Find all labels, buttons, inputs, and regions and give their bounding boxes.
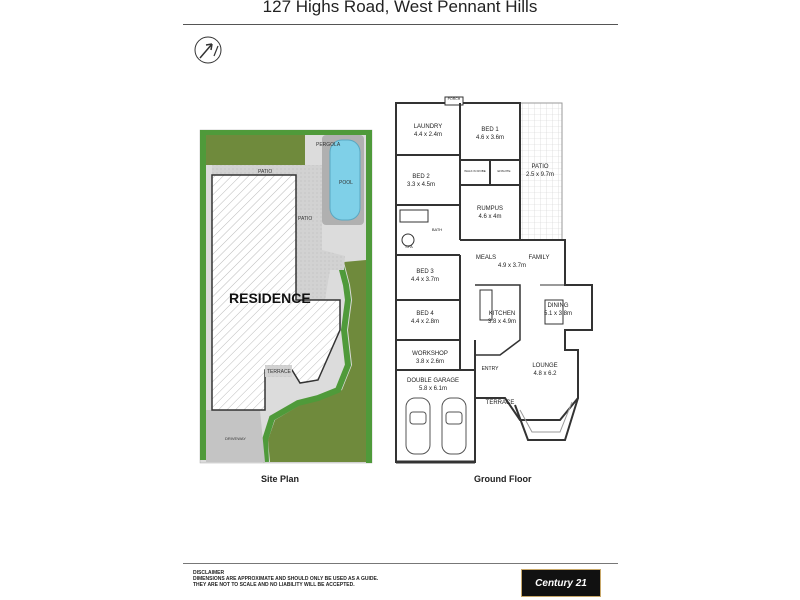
lounge-size: 4.8 x 6.2 xyxy=(533,371,557,377)
title-rule xyxy=(183,24,618,25)
disclaimer: DISCLAIMER DIMENSIONS ARE APPROXIMATE AN… xyxy=(193,570,378,588)
garage-cars xyxy=(405,397,467,455)
patio-name: PATIO xyxy=(531,164,548,170)
lawn-top xyxy=(205,135,305,165)
terrace-label: TERRACE xyxy=(267,369,292,375)
meals-family-size: 4.9 x 3.7m xyxy=(498,263,526,269)
disclaimer-line-1: DIMENSIONS ARE APPROXIMATE AND SHOULD ON… xyxy=(193,576,379,582)
patio-size: 2.5 x 9.7m xyxy=(526,172,554,178)
north-arrow-icon xyxy=(194,36,222,64)
bed4-size: 4.4 x 2.8m xyxy=(411,319,439,325)
residence-footprint xyxy=(211,174,341,411)
rumpus-size: 4.6 x 4m xyxy=(478,214,501,220)
bed1-size: 4.6 x 3.6m xyxy=(476,135,504,141)
residence-label: RESIDENCE xyxy=(229,290,311,306)
patio-side-label: PATIO xyxy=(298,216,312,222)
site-plan xyxy=(199,129,373,464)
garage-size: 5.8 x 6.1m xyxy=(419,386,447,392)
meals-label: MEALS xyxy=(476,255,496,261)
workshop-name: WORKSHOP xyxy=(412,351,448,357)
bed3-name: BED 3 xyxy=(416,269,434,275)
bed1-name: BED 1 xyxy=(481,127,499,133)
dining-name: DINING xyxy=(548,303,569,309)
garage-name: DOUBLE GARAGE xyxy=(407,378,459,384)
family-label: FAMILY xyxy=(529,255,550,261)
pool xyxy=(329,139,361,221)
porch-label: PORCH xyxy=(448,97,461,101)
ensuite-label: ENSUITE xyxy=(497,169,510,173)
walk-in-robe-label: WALK IN ROBE xyxy=(464,169,486,173)
kitchen-size: 3.8 x 4.9m xyxy=(488,319,516,325)
hedge-left xyxy=(200,130,206,460)
century21-logo: Century 21 xyxy=(521,569,601,597)
bath-label: BATH xyxy=(432,227,442,232)
pergola-label: PERGOLA xyxy=(316,142,341,148)
workshop-size: 3.8 x 2.6m xyxy=(416,359,444,365)
ground-floor-plan xyxy=(395,96,593,464)
kitchen-name: KITCHEN xyxy=(489,311,515,317)
hedge-right xyxy=(366,130,372,463)
entry-label: ENTRY xyxy=(482,366,500,372)
laundry-name: LAUNDRY xyxy=(414,124,443,130)
dining-size: 5.1 x 3.8m xyxy=(544,311,572,317)
disclaimer-line-2: THEY ARE NOT TO SCALE AND NO LIABILITY W… xyxy=(193,582,355,588)
bed2-size: 3.3 x 4.5m xyxy=(407,182,435,188)
spa-label: SPA xyxy=(405,244,413,249)
bed3-size: 4.4 x 3.7m xyxy=(411,277,439,283)
lawn-front xyxy=(268,260,366,462)
driveway-label: DRIVEWAY xyxy=(225,436,246,441)
logo-text: Century 21 xyxy=(535,577,587,589)
ground-floor-caption: Ground Floor xyxy=(474,474,532,484)
pool-label: POOL xyxy=(339,180,353,186)
patio-top-label: PATIO xyxy=(258,169,272,175)
site-plan-caption: Site Plan xyxy=(261,474,300,484)
plan-title: 127 Highs Road, West Pennant Hills xyxy=(262,0,538,16)
driveway xyxy=(206,410,265,462)
disclaimer-heading: DISCLAIMER xyxy=(193,570,225,576)
rumpus-name: RUMPUS xyxy=(477,206,503,212)
terrace-floor-label: TERRACE xyxy=(486,400,515,406)
laundry-size: 4.4 x 2.4m xyxy=(414,132,442,138)
footer-rule xyxy=(183,563,618,564)
bed2-name: BED 2 xyxy=(412,174,430,180)
lounge-name: LOUNGE xyxy=(532,363,557,369)
bed4-name: BED 4 xyxy=(416,311,434,317)
